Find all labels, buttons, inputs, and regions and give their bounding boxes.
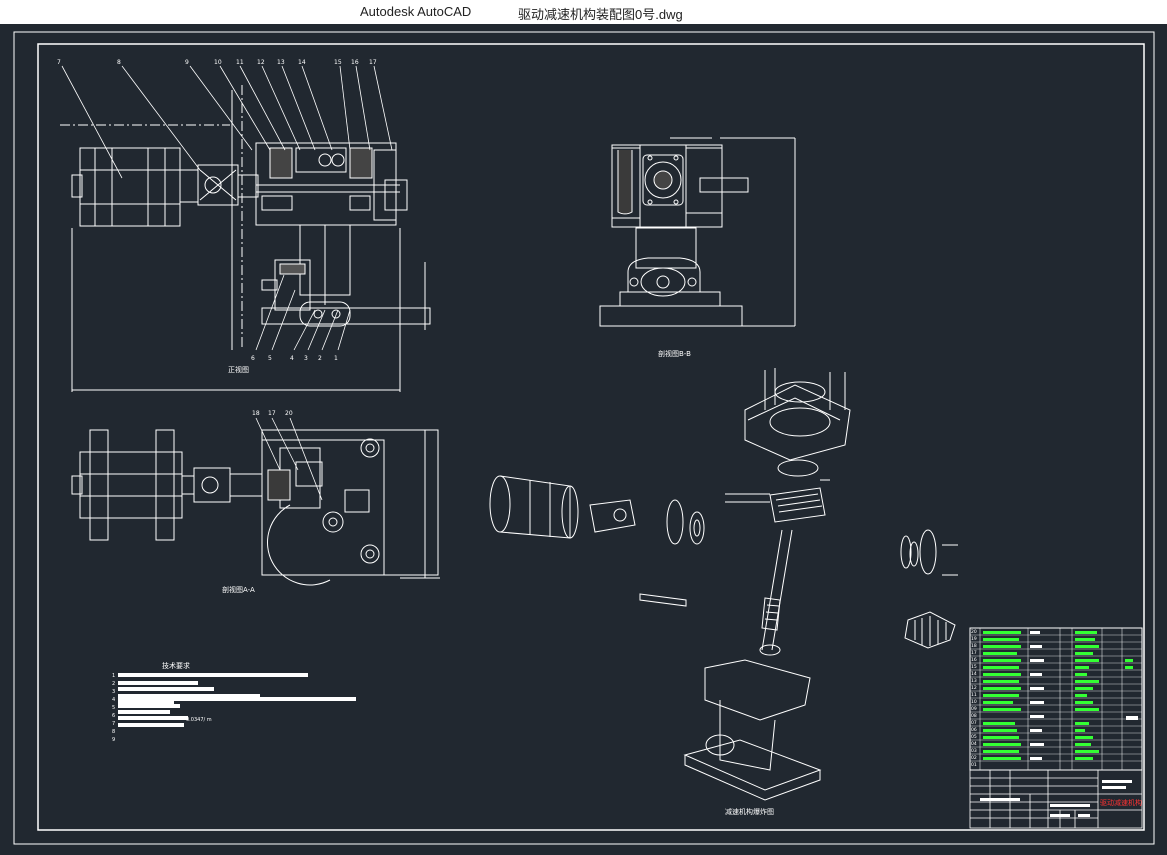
svg-text:9: 9 [112,737,115,743]
svg-text:08: 08 [971,713,977,719]
svg-text:18: 18 [252,410,260,417]
exploded-view-label: 减速机构爆炸图 [725,807,774,816]
front-balloon-labels: 7 8 9 10 11 12 13 14 15 16 17 6 5 4 3 2 … [57,59,377,362]
svg-text:4: 4 [112,697,115,703]
svg-text:12: 12 [257,59,265,66]
svg-text:20: 20 [971,629,977,635]
svg-text:11: 11 [236,59,244,66]
svg-text:18: 18 [971,643,977,649]
section-view[interactable] [71,429,440,586]
svg-text:13: 13 [277,59,285,66]
left-view-label: 剖视图B-B [658,349,691,358]
svg-text:2: 2 [112,681,115,687]
svg-text:5: 5 [112,705,115,711]
exploded-view[interactable] [489,368,958,801]
svg-text:05: 05 [971,734,977,740]
svg-text:17: 17 [268,410,276,417]
svg-text:2: 2 [318,355,322,362]
svg-text:07: 07 [971,720,977,726]
svg-text:7: 7 [112,721,115,727]
svg-text:6: 6 [112,713,115,719]
svg-text:15: 15 [971,664,977,670]
file-title: 驱动减速机构装配图0号.dwg [518,7,683,22]
left-view[interactable] [599,137,796,327]
svg-text:11: 11 [971,692,977,698]
tech-requirements: 技术要求 1 2 3 4 5 6 7 8 9 0.0347/ m [112,661,356,743]
svg-text:01: 01 [971,762,977,768]
svg-text:3: 3 [304,355,308,362]
section-balloon-leaders [255,417,323,501]
svg-text:0.0347/ m: 0.0347/ m [186,717,212,723]
svg-text:8: 8 [112,729,115,735]
svg-text:14: 14 [298,59,306,66]
front-view[interactable] [60,85,431,392]
drawing-canvas[interactable]: 7 8 9 10 11 12 13 14 15 16 17 6 5 4 3 2 … [0,24,1167,851]
svg-text:02: 02 [971,755,977,761]
svg-text:16: 16 [351,59,359,66]
svg-text:03: 03 [971,748,977,754]
front-view-balloons [61,65,393,351]
svg-text:04: 04 [971,741,977,747]
svg-text:10: 10 [971,699,977,705]
svg-text:8: 8 [117,59,121,66]
svg-text:19: 19 [971,636,977,642]
cad-drawing[interactable]: 7 8 9 10 11 12 13 14 15 16 17 6 5 4 3 2 … [0,24,1167,851]
svg-text:12: 12 [971,685,977,691]
window-titlebar: Autodesk AutoCAD 驱动减速机构装配图0号.dwg [0,0,1167,24]
svg-text:1: 1 [334,355,338,362]
title-block[interactable] [969,769,1143,829]
svg-text:09: 09 [971,706,977,712]
svg-text:20: 20 [285,410,293,417]
svg-text:3: 3 [112,689,115,695]
svg-text:15: 15 [334,59,342,66]
section-view-label: 剖视图A-A [222,585,255,594]
svg-text:7: 7 [57,59,61,66]
inner-border [37,43,1145,831]
svg-text:技术要求: 技术要求 [162,661,190,670]
svg-text:5: 5 [268,355,272,362]
outer-border [13,31,1155,845]
section-balloon-labels: 18 17 20 [252,410,293,417]
svg-text:14: 14 [971,671,977,677]
title-drawing-name: 驱动减速机构 [1100,798,1142,807]
svg-text:4: 4 [290,355,294,362]
svg-text:1: 1 [112,673,115,679]
front-view-label: 正视图 [228,365,249,374]
svg-text:06: 06 [971,727,977,733]
app-title: Autodesk AutoCAD [360,4,472,19]
bom-table[interactable]: 20 19 18 17 16 15 14 13 12 11 10 09 08 0… [969,627,1143,771]
svg-text:6: 6 [251,355,255,362]
svg-text:13: 13 [971,678,977,684]
svg-text:17: 17 [971,650,977,656]
svg-text:9: 9 [185,59,189,66]
svg-text:16: 16 [971,657,977,663]
title-block-fills [980,780,1132,817]
svg-text:10: 10 [214,59,222,66]
svg-text:17: 17 [369,59,377,66]
